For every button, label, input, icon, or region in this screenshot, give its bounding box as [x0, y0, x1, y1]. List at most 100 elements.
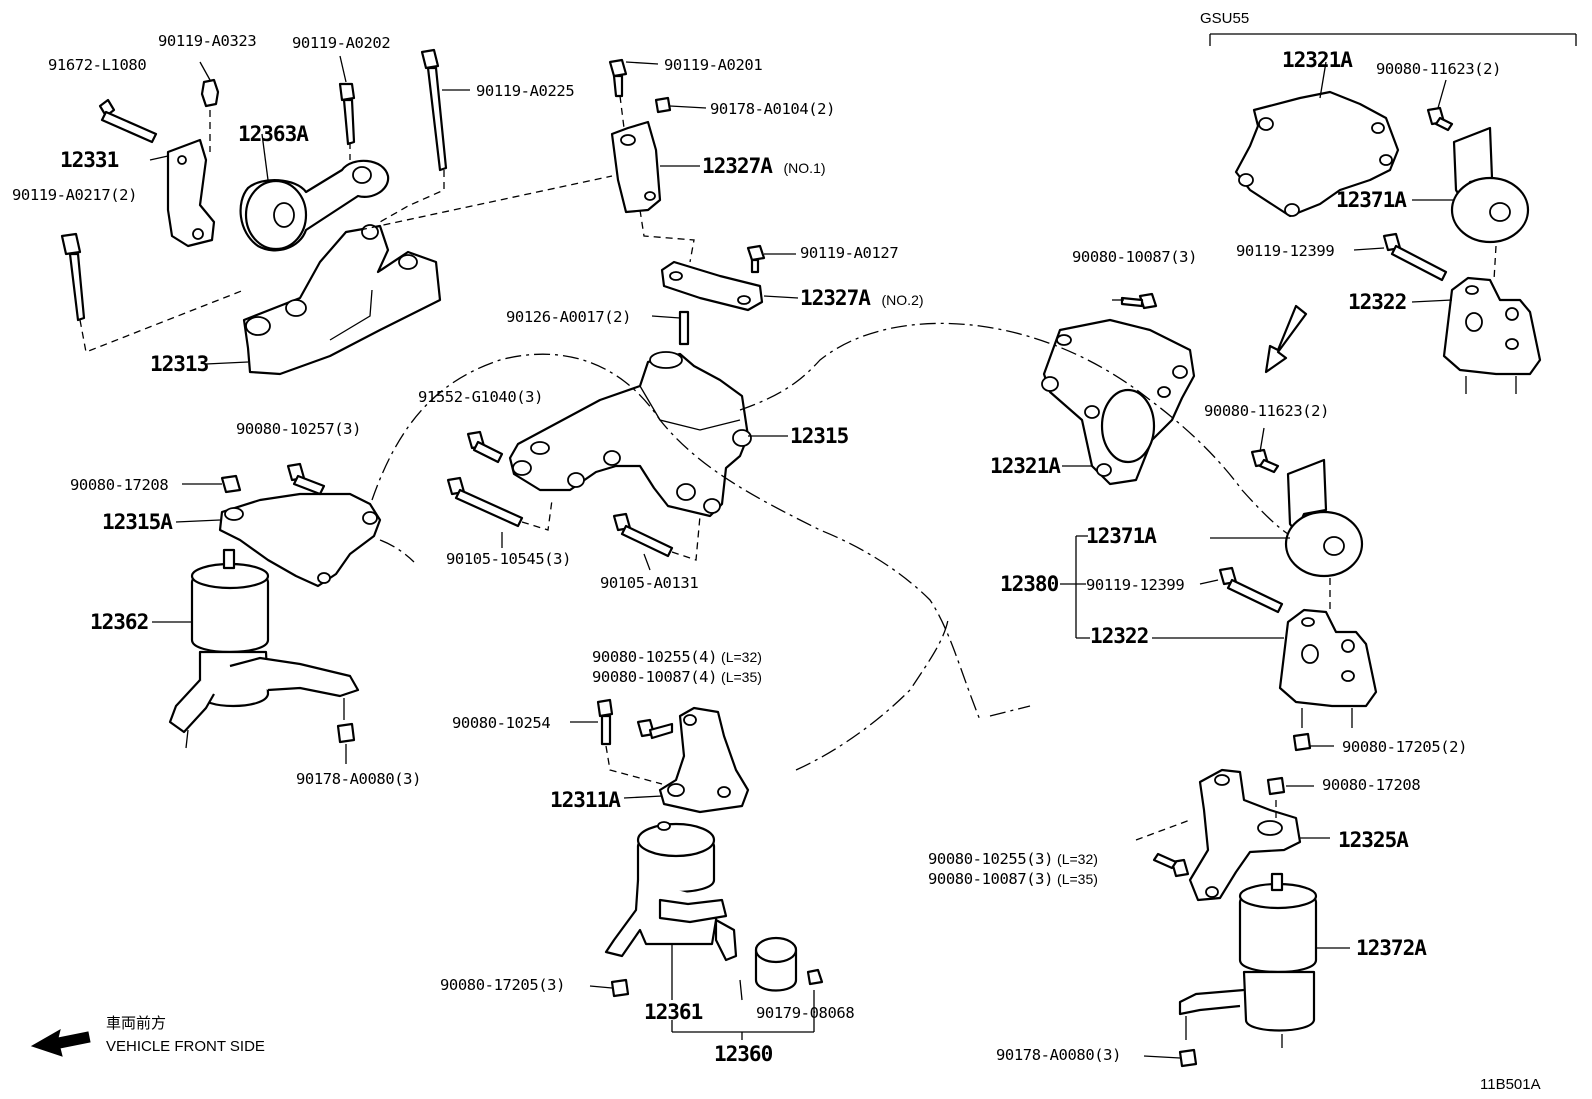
bolt-90119-12399 [1218, 566, 1284, 614]
label-12321A-top: 12321A [1282, 48, 1353, 72]
gsu55-bolt-90080-11623 [1426, 106, 1454, 132]
label-12327A-no2: 12327A (NO.2) [800, 286, 924, 312]
label-12360: 12360 [714, 1042, 773, 1066]
bolt-90080-10257 [286, 462, 326, 496]
label-12322-top: 12322 [1348, 290, 1407, 314]
label-12311A: 12311A [550, 788, 621, 812]
label-90080-17208-b: 90080-17208 [1322, 776, 1421, 794]
label-90080-11623-a: 90080-11623(2) [1376, 60, 1502, 78]
bracket-12325A [1188, 768, 1302, 902]
bolt-91552-G1040 [466, 430, 504, 464]
engine-mount-bracket-12313 [242, 224, 442, 376]
bolt-90119-A0201 [608, 58, 628, 98]
label-90178-A0080-b: 90178-A0080(3) [996, 1046, 1122, 1064]
bolt-90080-11623 [1250, 448, 1280, 474]
label-90119-A0127: 90119-A0127 [800, 244, 899, 262]
nut-90080-17208 [220, 474, 242, 494]
label-90080-10255-3: 90080-10255(3)(L=32) [928, 850, 1098, 868]
mount-12371A [1284, 458, 1364, 578]
label-90119-12399-a: 90119-12399 [1236, 242, 1335, 260]
label-12362: 12362 [90, 610, 149, 634]
nut-90178-A0080-b [1178, 1048, 1198, 1068]
label-90119-A0202: 90119-A0202 [292, 34, 391, 52]
label-90080-10255-4-text: 90080-10255(4) [592, 648, 718, 666]
label-12371A-top: 12371A [1336, 188, 1407, 212]
label-90126-A0017: 90126-A0017(2) [506, 308, 632, 326]
label-12327A-no1: 12327A (NO.1) [702, 154, 826, 180]
bracket-12315A [218, 492, 382, 588]
gsu55-bolt-90119-12399 [1382, 232, 1448, 282]
label-90080-11623-b: 90080-11623(2) [1204, 402, 1330, 420]
bushing-12360-sub [754, 936, 798, 992]
bolt-90119-A0217 [60, 232, 86, 322]
vehicle-front-arrow-icon [30, 1028, 91, 1057]
mount-insulator-12361 [604, 821, 738, 962]
label-90080-10087-4-text: 90080-10087(4) [592, 668, 718, 686]
label-90080-10087-3b: 90080-10087(3)(L=35) [928, 870, 1098, 888]
vehicle-front-label-jp: 車両前方 [106, 1014, 167, 1032]
bolt-90119-A0127 [746, 244, 766, 274]
bolt-90080-10254 [596, 698, 614, 746]
bracket-12327A-no1 [610, 120, 662, 214]
label-12313: 12313 [150, 352, 209, 376]
nut-90178-A0104 [654, 96, 672, 114]
label-12327A-no2-note: (NO.2) [881, 292, 924, 308]
label-12331: 12331 [60, 148, 119, 172]
label-90080-17205-2: 90080-17205(2) [1342, 738, 1468, 756]
diagram-id: 11B501A [1480, 1076, 1541, 1093]
label-90119-A0225: 90119-A0225 [476, 82, 575, 100]
label-90178-A0104: 90178-A0104(2) [710, 100, 836, 118]
label-90080-10254: 90080-10254 [452, 714, 551, 732]
label-12361: 12361 [644, 1000, 703, 1024]
nut-90179-08068 [806, 968, 824, 986]
direction-arrow-icon [1264, 304, 1308, 374]
label-12327A-no2-text: 12327A [800, 286, 871, 310]
torque-rod-bracket-12331 [166, 138, 216, 248]
bolt-90080-10087-3 [1120, 292, 1158, 310]
bracket-12321A [1041, 318, 1196, 486]
gsu55-bracket-12321A [1234, 90, 1400, 218]
bracket-12311A [658, 706, 750, 814]
mount-insulator-12362 [168, 548, 360, 749]
label-12372A: 12372A [1356, 936, 1427, 960]
bolt-90080-10255-3 [1152, 852, 1190, 878]
vehicle-front-label: VEHICLE FRONT SIDE [106, 1038, 265, 1055]
torque-rod-12363A [239, 159, 390, 252]
label-90080-10255-4: 90080-10255(4)(L=32) [592, 648, 762, 666]
label-12327A-no1-text: 12327A [702, 154, 773, 178]
stud-90126-A0017 [678, 310, 690, 346]
label-91552-G1040: 91552-G1040(3) [418, 388, 544, 406]
label-90080-17208: 90080-17208 [70, 476, 169, 494]
label-91672-L1080: 91672-L1080 [48, 56, 147, 74]
label-90119-A0323: 90119-A0323 [158, 32, 257, 50]
bolt-90105-A0131 [612, 512, 674, 558]
label-90080-10255-3-note: (L=32) [1057, 851, 1098, 867]
label-90105-10545: 90105-10545(3) [446, 550, 572, 568]
label-12363A: 12363A [238, 122, 309, 146]
bolt-90119-A0323 [200, 78, 220, 108]
label-12315A: 12315A [102, 510, 173, 534]
bolt-90080-10255 [636, 718, 674, 740]
bracket-12327A-no2 [660, 260, 764, 312]
nut-90080-17205 [610, 978, 630, 998]
label-12322: 12322 [1090, 624, 1149, 648]
label-90080-10087-3b-note: (L=35) [1057, 871, 1098, 887]
label-90119-12399-b: 90119-12399 [1086, 576, 1185, 594]
nut-90178-A0080 [336, 722, 356, 744]
gsu55-mount-12371A [1450, 126, 1530, 244]
label-90105-A0131: 90105-A0131 [600, 574, 699, 592]
label-90119-A0217: 90119-A0217(2) [12, 186, 138, 204]
mount-insulator-12372A [1178, 872, 1318, 1048]
bolt-90119-A0202 [338, 82, 356, 146]
label-90080-10257: 90080-10257(3) [236, 420, 362, 438]
label-90119-A0201: 90119-A0201 [664, 56, 763, 74]
label-90080-10087-4: 90080-10087(4)(L=35) [592, 668, 762, 686]
label-12315: 12315 [790, 424, 849, 448]
label-90080-10087-3: 90080-10087(3) [1072, 248, 1198, 266]
bolt-91672-L1080 [98, 98, 158, 144]
label-12321A: 12321A [990, 454, 1061, 478]
label-12327A-no1-note: (NO.1) [783, 160, 826, 176]
label-12371A: 12371A [1086, 524, 1157, 548]
label-90178-A0080-a: 90178-A0080(3) [296, 770, 422, 788]
